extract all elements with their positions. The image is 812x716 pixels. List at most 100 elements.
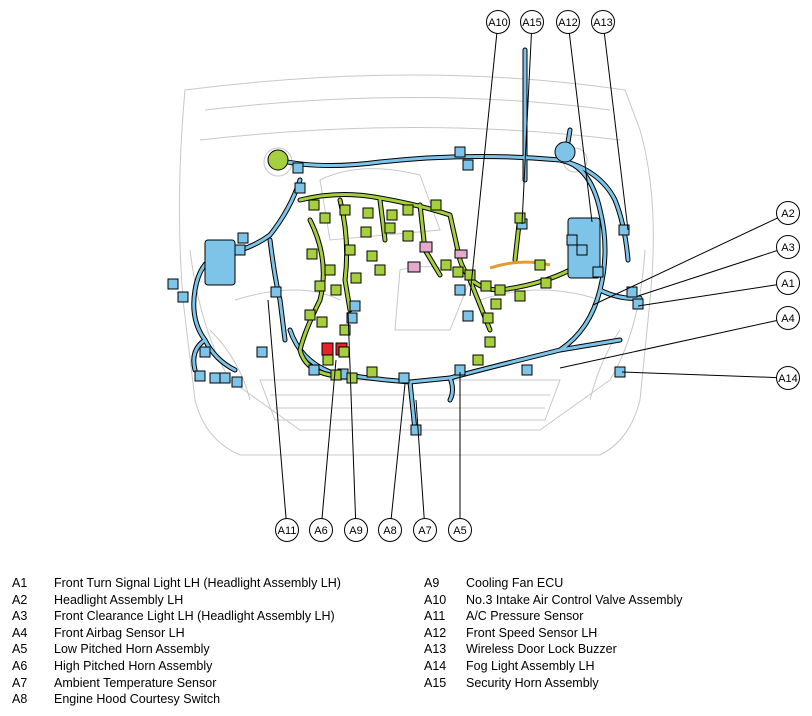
callout-a10: A10 [469, 10, 510, 297]
legend-code: A5 [12, 642, 28, 657]
legend-code: A15 [424, 675, 447, 690]
legend-item-a11: A11 A/C Pressure Sensor [424, 608, 683, 625]
leader-line [347, 311, 357, 519]
callout-circle [413, 518, 437, 542]
callout-a12: A12 [556, 10, 593, 223]
callout-a6: A6 [309, 359, 337, 542]
connector [540, 277, 552, 289]
callout-label: A9 [349, 525, 362, 537]
connector [339, 204, 351, 216]
connector [566, 234, 578, 246]
connector [344, 244, 356, 256]
connector [632, 298, 644, 310]
connector [194, 370, 206, 382]
callout-label: A4 [781, 313, 794, 325]
legend-code: A1 [12, 576, 28, 590]
callout-a4: A4 [559, 306, 800, 369]
callout-label: A8 [383, 525, 396, 537]
connector [482, 312, 494, 324]
callout-circle [776, 366, 800, 390]
leader-line [559, 319, 777, 369]
connector [270, 286, 282, 298]
legend-name: A/C Pressure Sensor [466, 609, 584, 624]
connector [234, 244, 246, 256]
connectors [167, 146, 644, 436]
connector [360, 226, 372, 238]
leader-line [390, 383, 406, 519]
callout-a14: A14 [621, 366, 800, 390]
legend-name: Low Pitched Horn Assembly [54, 642, 210, 657]
connector [494, 284, 506, 296]
legend-code: A8 [12, 692, 28, 707]
callout-label: A12 [558, 17, 578, 29]
callout-a7: A7 [413, 399, 437, 542]
callout-label: A10 [488, 17, 508, 29]
legend-name: Engine Hood Courtesy Switch [54, 692, 221, 707]
legend-code: A7 [12, 675, 28, 690]
connector [514, 212, 526, 224]
connector [402, 204, 414, 216]
legend-name: High Pitched Horn Assembly [54, 658, 213, 673]
connector [237, 232, 249, 244]
connector [350, 272, 362, 284]
connector [322, 354, 334, 366]
connector [308, 199, 320, 211]
legend-code: A9 [424, 576, 440, 590]
legend-name: Security Horn Assembly [466, 675, 599, 690]
callout-circle [556, 10, 580, 34]
leader-line [621, 371, 777, 379]
legend-left: A1 Front Turn Signal Light LH (Headlight … [12, 575, 341, 708]
legend-item-a8: A8 Engine Hood Courtesy Switch [12, 691, 341, 708]
callout-a1: A1 [637, 271, 800, 307]
legend-name: Front Clearance Light LH (Headlight Asse… [54, 609, 335, 624]
legend-item-a14: A14 Fog Light Assembly LH [424, 658, 683, 675]
connector [384, 222, 396, 234]
legend-code: A2 [12, 592, 28, 607]
leader-line [637, 250, 778, 297]
leader-line [637, 284, 777, 307]
connector [464, 269, 476, 281]
connector [324, 264, 336, 276]
callout-circle [378, 518, 402, 542]
connector [319, 212, 331, 224]
connector [454, 146, 466, 158]
legend-code: A4 [12, 625, 28, 640]
callout-circle [591, 10, 615, 34]
connector [167, 278, 179, 290]
connector [514, 290, 526, 302]
leader-line [267, 299, 287, 519]
connector [592, 266, 604, 278]
callout-circle [275, 518, 299, 542]
connector [199, 346, 211, 358]
connector [472, 354, 484, 366]
callout-label: A15 [522, 17, 542, 29]
legend-item-a1: A1 Front Turn Signal Light LH (Headlight … [12, 575, 341, 592]
callout-label: A6 [314, 525, 327, 537]
legend-name: Fog Light Assembly LH [466, 658, 595, 673]
connector [618, 224, 630, 236]
connector [256, 346, 268, 358]
legend-name: Front Turn Signal Light LH (Headlight As… [54, 576, 341, 590]
connector [490, 298, 502, 310]
leader-line [469, 33, 498, 297]
connector [386, 209, 398, 221]
callout-a2: A2 [592, 201, 800, 306]
legend-name: No.3 Intake Air Control Valve Assembly [466, 592, 683, 607]
connector [339, 324, 351, 336]
connector [452, 266, 464, 278]
connector [462, 159, 474, 171]
legend-name: Front Airbag Sensor LH [54, 625, 185, 640]
connector [430, 199, 442, 211]
legend-code: A11 [424, 609, 446, 624]
connector [330, 369, 342, 381]
legend-code: A14 [424, 658, 447, 673]
callout-circle [309, 518, 333, 542]
connector [366, 366, 378, 378]
